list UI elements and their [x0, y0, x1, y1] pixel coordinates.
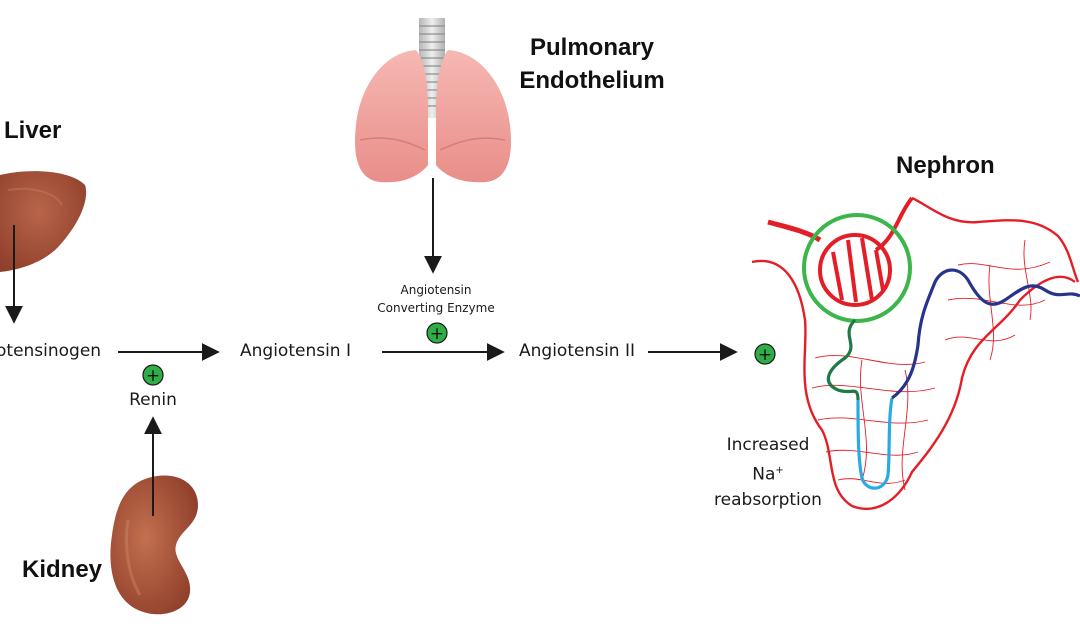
sodium-charge: + [775, 465, 784, 476]
nephron-illustration [751, 196, 1080, 510]
plus-badge-renin: + [142, 364, 164, 386]
plus-symbol: + [430, 324, 444, 344]
sodium-reabsorption-label: Increased Na+ reabsorption [700, 433, 836, 513]
angiotensinogen-label: otensinogen [0, 341, 102, 361]
sodium-symbol: Na [752, 464, 776, 485]
plus-badge-nephron: + [754, 343, 776, 365]
plus-circle [426, 322, 448, 344]
lungs-illustration [355, 18, 511, 183]
kidney-label: Kidney [22, 556, 103, 583]
ace-label: Angiotensin Converting Enzyme [358, 281, 514, 317]
plus-symbol: + [758, 345, 772, 365]
plus-badge-ace: + [426, 322, 448, 344]
pulmonary-label-line1: Pulmonary [529, 34, 655, 61]
effect-line1: Increased [726, 435, 810, 455]
effect-line2: Na+ [700, 458, 836, 488]
renin-label: Renin [129, 390, 177, 410]
plus-circle [142, 364, 164, 386]
kidney-illustration [110, 475, 198, 615]
angiotensin-1-label: Angiotensin I [240, 341, 351, 361]
liver-illustration [0, 171, 87, 272]
plus-circle [754, 343, 776, 365]
pulmonary-endothelium-label: Pulmonary Endothelium [512, 31, 672, 97]
angiotensin-2-label: Angiotensin II [519, 341, 636, 361]
ace-label-line2: Converting Enzyme [377, 301, 495, 315]
liver-label: Liver [4, 117, 62, 144]
ace-label-line1: Angiotensin [400, 283, 472, 297]
plus-symbol: + [146, 366, 160, 386]
effect-line3: reabsorption [714, 489, 822, 510]
pulmonary-label-line2: Endothelium [519, 67, 665, 94]
nephron-label: Nephron [896, 152, 995, 179]
pathway-arrows [5, 178, 738, 516]
